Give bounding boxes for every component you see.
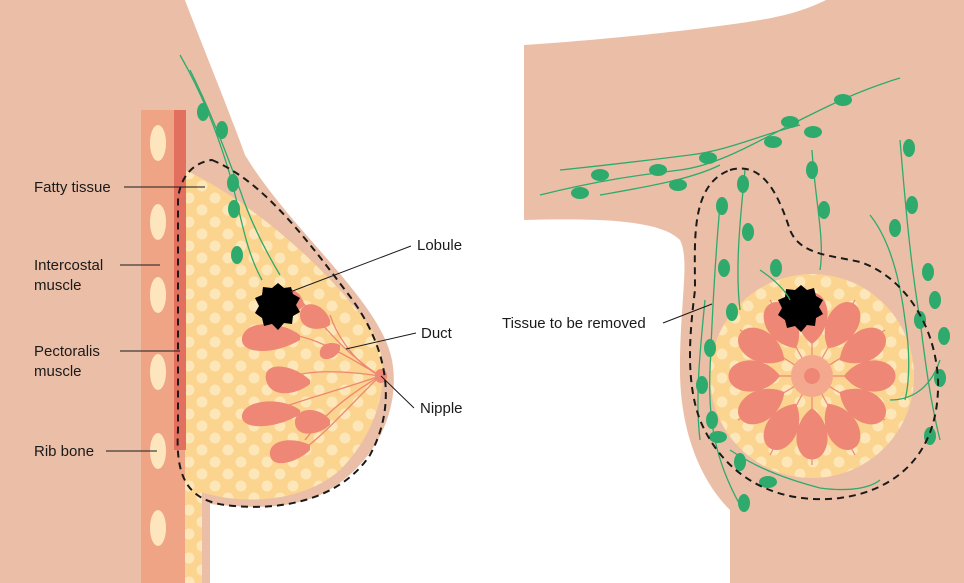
lymph-node-icon [889,219,901,237]
lymph-node-icon [716,197,728,215]
label-tissue-to-be-removed: Tissue to be removed [502,315,646,332]
front-view: Tissue to be removed [502,0,964,583]
lymph-node-icon [726,303,738,321]
label-intercostal-muscle-2: muscle [34,277,82,294]
lymph-node-icon [197,103,209,121]
front-nipple [804,368,820,384]
lymph-node-icon [818,201,830,219]
lymph-node-icon [938,327,950,345]
lymph-node-icon [770,259,782,277]
pectoralis-muscle [174,110,186,450]
lymph-node-icon [804,126,822,138]
lymph-node-icon [709,431,727,443]
lymph-node-icon [906,196,918,214]
rib-bone [150,204,166,240]
lymph-node-icon [704,339,716,357]
label-lobule: Lobule [417,237,462,254]
lymph-node-icon [227,174,239,192]
lymph-node-icon [737,175,749,193]
side-view: Fatty tissue Intercostal muscle Pectoral… [0,0,463,583]
rib-bone [150,125,166,161]
lymph-node-icon [571,187,589,199]
lymph-node-icon [228,200,240,218]
lymph-node-icon [834,94,852,106]
lymph-node-icon [922,263,934,281]
lymph-node-icon [781,116,799,128]
lymph-node-icon [929,291,941,309]
lymph-node-icon [649,164,667,176]
rib-bone [150,277,166,313]
lymph-node-icon [934,369,946,387]
lymph-node-icon [706,411,718,429]
label-fatty-tissue: Fatty tissue [34,179,111,196]
label-pectoralis-muscle-1: Pectoralis [34,343,100,360]
lymph-node-icon [764,136,782,148]
lymph-node-icon [696,376,708,394]
lymph-node-icon [903,139,915,157]
lymph-node-icon [718,259,730,277]
lymph-node-icon [669,179,687,191]
lymph-node-icon [734,453,746,471]
label-rib-bone: Rib bone [34,443,94,460]
label-pectoralis-muscle-2: muscle [34,363,82,380]
rib-bone [150,510,166,546]
lymph-node-icon [216,121,228,139]
lymph-node-icon [231,246,243,264]
label-nipple: Nipple [420,400,463,417]
lymph-node-icon [738,494,750,512]
lymph-node-icon [742,223,754,241]
label-intercostal-muscle-1: Intercostal [34,257,103,274]
lymph-node-icon [699,152,717,164]
label-duct: Duct [421,325,453,342]
lymph-node-icon [806,161,818,179]
lymph-node-icon [591,169,609,181]
rib-bone [150,354,166,390]
